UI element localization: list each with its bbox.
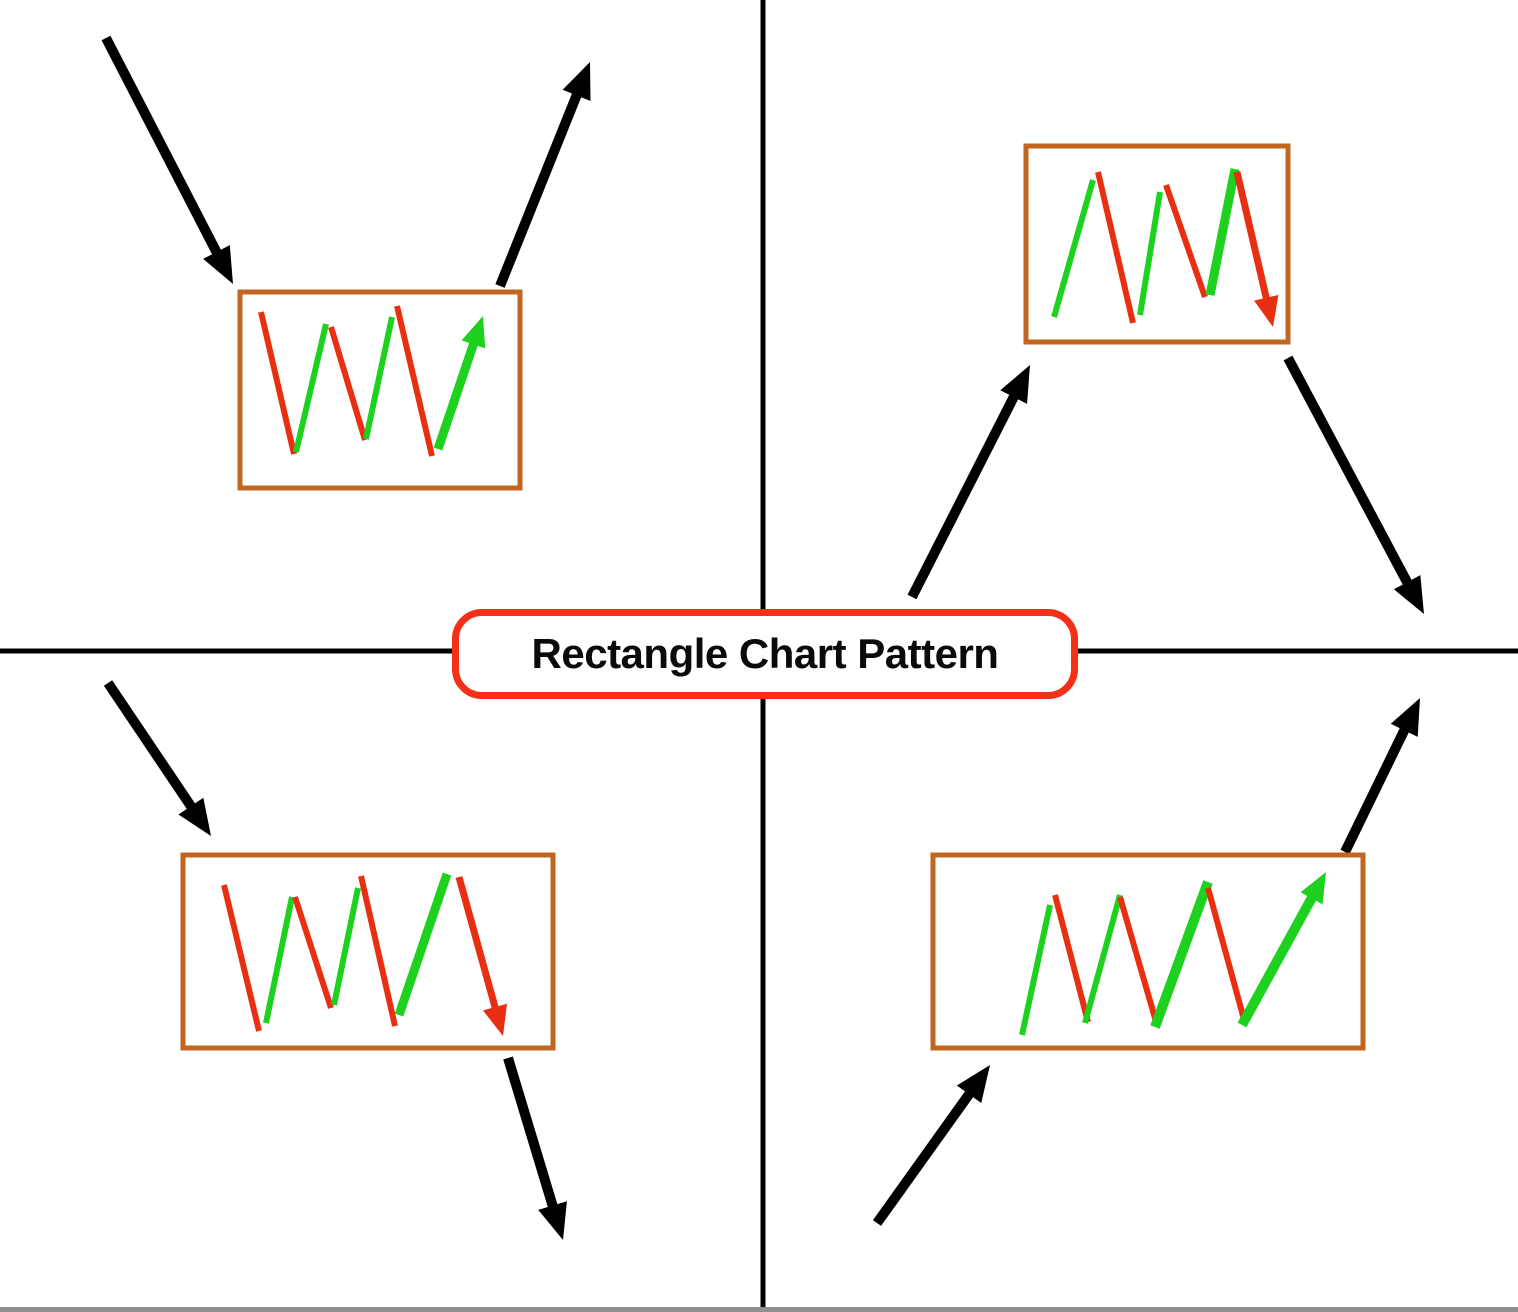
- price-leg-down: [292, 896, 334, 1009]
- price-leg-up: [1150, 880, 1213, 1029]
- price-leg-down: [258, 311, 297, 455]
- price-leg-up: [394, 872, 452, 1017]
- quadrant-bottom-right: [872, 698, 1420, 1226]
- price-leg-up: [293, 323, 329, 453]
- breakout-down-arrow-shaft: [455, 876, 500, 1011]
- center-label-text: Rectangle Chart Pattern: [531, 630, 999, 677]
- quadrant-bottom-left: [103, 680, 567, 1240]
- pattern-box: [1023, 143, 1291, 345]
- exit-trend-up-arrow-head: [562, 62, 591, 101]
- entry-trend-down-arrow-head: [203, 245, 233, 284]
- pattern-box: [237, 289, 523, 491]
- entry-trend-down-arrow-shaft: [103, 680, 197, 812]
- price-leg-up: [263, 896, 295, 1024]
- pattern-box: [930, 852, 1366, 1051]
- price-leg-up: [1019, 904, 1053, 1036]
- price-leg-up: [1205, 168, 1240, 296]
- quadrant-top-left: [101, 35, 591, 491]
- breakout-down-arrow-head: [1254, 294, 1279, 327]
- breakout-down-arrow-shaft: [1233, 171, 1271, 302]
- entry-trend-up-arrow-shaft: [907, 392, 1020, 600]
- price-leg-down: [1163, 184, 1208, 298]
- price-leg-up: [1082, 894, 1123, 1024]
- price-leg-down: [1117, 896, 1160, 1026]
- bottom-edge-line: [0, 1307, 1518, 1312]
- price-leg-down: [1205, 887, 1248, 1024]
- exit-trend-down-arrow-head: [538, 1201, 567, 1240]
- entry-trend-up-arrow-head: [956, 1065, 990, 1104]
- entry-trend-down-arrow-head: [178, 797, 211, 836]
- price-leg-down: [221, 884, 262, 1032]
- price-leg-up: [1137, 191, 1163, 316]
- entry-trend-up-arrow-shaft: [872, 1088, 975, 1226]
- exit-trend-up-arrow-head: [1390, 698, 1420, 737]
- price-leg-down: [1052, 894, 1091, 1023]
- exit-trend-up-arrow-shaft: [495, 90, 583, 288]
- price-leg-down: [394, 305, 435, 457]
- price-leg-down: [358, 875, 398, 1027]
- center-label: Rectangle Chart Pattern: [452, 609, 1078, 699]
- exit-trend-down-arrow-shaft: [1283, 355, 1413, 588]
- pattern-box: [180, 852, 556, 1051]
- breakout-up-arrow-head: [1300, 872, 1326, 905]
- exit-trend-up-arrow-shaft: [1340, 725, 1411, 855]
- price-leg-up: [1051, 179, 1096, 318]
- breakout-up-arrow-shaft: [1237, 893, 1318, 1028]
- price-leg-down: [1095, 171, 1136, 324]
- price-leg-up: [363, 316, 395, 440]
- exit-trend-down-arrow-shaft: [503, 1056, 559, 1210]
- price-leg-up: [331, 887, 361, 1006]
- entry-trend-down-arrow-shaft: [101, 35, 223, 257]
- breakout-down-arrow-head: [482, 1003, 508, 1036]
- entry-trend-up-arrow-head: [1000, 365, 1030, 404]
- breakout-up-arrow-shaft: [433, 340, 479, 451]
- quadrant-top-right: [907, 143, 1424, 614]
- exit-trend-down-arrow-head: [1393, 575, 1424, 614]
- breakout-up-arrow-head: [461, 316, 486, 349]
- price-leg-down: [328, 326, 368, 441]
